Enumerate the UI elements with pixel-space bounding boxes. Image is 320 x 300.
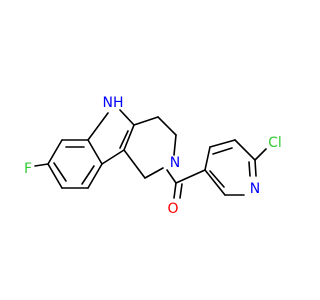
bond <box>254 159 257 177</box>
bond <box>133 116 159 126</box>
bond <box>123 124 135 151</box>
bond <box>34 163 49 167</box>
bond <box>248 161 251 177</box>
bond <box>119 130 129 149</box>
atom-label-nh: NH <box>102 95 123 111</box>
atom-label-o: O <box>167 201 178 217</box>
bond <box>47 163 63 189</box>
bond <box>175 169 206 184</box>
bond <box>212 147 233 155</box>
molecule-structure: NH N O F N Cl <box>24 95 282 217</box>
atom-label-n-pyridine: N <box>250 181 260 197</box>
bond <box>209 170 225 188</box>
bond-group <box>34 109 267 199</box>
atom-label-group: NH N O F N Cl <box>24 95 282 217</box>
bond <box>173 134 177 156</box>
bond <box>204 169 226 196</box>
atom-label-n-ring: N <box>170 155 180 171</box>
bond <box>81 165 95 185</box>
nh-hydrogen: H <box>113 95 124 111</box>
bond <box>119 109 135 126</box>
bond <box>166 169 177 184</box>
molecule-structure-canvas: NH N O F N Cl <box>24 95 282 217</box>
bond <box>53 162 67 182</box>
bond <box>234 139 256 161</box>
bond <box>87 163 103 189</box>
bond <box>173 182 177 199</box>
bond <box>123 149 146 179</box>
bond <box>87 139 103 165</box>
bond <box>157 116 177 136</box>
nh-symbol: N <box>102 95 112 111</box>
atom-label-f: F <box>24 161 32 177</box>
bond <box>179 183 183 199</box>
bond <box>209 139 236 148</box>
atom-label-cl: Cl <box>268 135 282 151</box>
bond <box>204 146 211 171</box>
bond <box>87 112 109 141</box>
bond <box>47 139 63 165</box>
bond <box>254 148 267 161</box>
bond <box>101 149 125 165</box>
bond <box>144 167 164 179</box>
